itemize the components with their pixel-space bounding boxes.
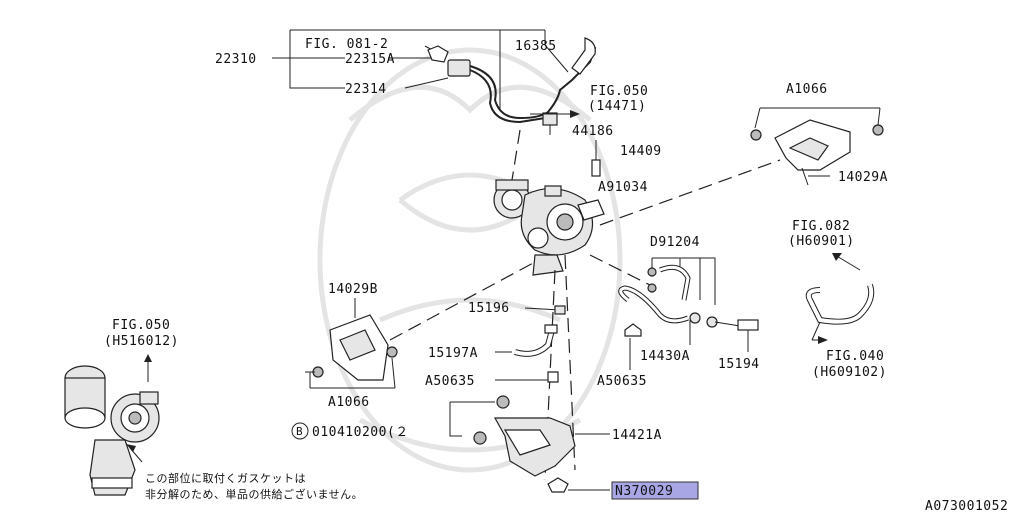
label-44186: 44186 bbox=[572, 124, 614, 139]
label-22314: 22314 bbox=[345, 82, 387, 97]
label-15197a: 15197A bbox=[428, 346, 478, 361]
b-mark-circle bbox=[291, 422, 309, 440]
inset-turbo-detail bbox=[64, 354, 160, 496]
label-14029b: 14029B bbox=[328, 282, 378, 297]
label-a91034: A91034 bbox=[598, 180, 648, 195]
part-labels: FIG. 081-2 22310 22315A 22314 16385 FIG.… bbox=[104, 37, 1008, 512]
label-fig-082: FIG.082 bbox=[792, 219, 850, 234]
label-22315a: 22315A bbox=[345, 52, 395, 67]
label-15194: 15194 bbox=[718, 357, 760, 372]
label-14430a: 14430A bbox=[640, 349, 690, 364]
label-fig-050-top: FIG.050 bbox=[590, 84, 648, 99]
highlight-box bbox=[611, 481, 699, 500]
label-15196: 15196 bbox=[468, 301, 510, 316]
label-22310: 22310 bbox=[215, 52, 257, 67]
bracket-14029b bbox=[305, 298, 398, 389]
label-fig-040-code: (H609102) bbox=[812, 365, 887, 380]
diagram-id: A073001052 bbox=[925, 499, 1008, 512]
label-fig-082-code: (H60901) bbox=[788, 234, 855, 249]
label-16385: 16385 bbox=[515, 39, 557, 54]
turbocharger bbox=[493, 140, 605, 276]
label-fig-050-top-code: (14471) bbox=[588, 99, 646, 114]
note-line-1: この部位に取付くガスケットは bbox=[145, 471, 306, 485]
label-a1066-top: A1066 bbox=[786, 82, 828, 97]
label-010410200: 010410200(２ bbox=[312, 425, 409, 440]
label-d91204: D91204 bbox=[650, 235, 700, 250]
label-14029a: 14029A bbox=[838, 170, 888, 185]
water-hose bbox=[805, 253, 875, 344]
bracket-14029a bbox=[750, 107, 884, 186]
sensor-group bbox=[272, 29, 597, 135]
b-mark-letter: B bbox=[296, 425, 303, 438]
label-fig-040: FIG.040 bbox=[826, 349, 884, 364]
label-fig-081-2: FIG. 081-2 bbox=[305, 37, 388, 52]
label-fig-050-inset: FIG.050 bbox=[112, 318, 170, 333]
label-fig-050-inset-code: (H516012) bbox=[104, 334, 179, 349]
assembly-dashed-lines bbox=[389, 129, 781, 481]
label-n370029: N370029 bbox=[615, 484, 673, 499]
heat-shield-14421a bbox=[449, 395, 610, 493]
label-14421a: 14421A bbox=[612, 428, 662, 443]
label-a50635-left: A50635 bbox=[425, 374, 475, 389]
note-line-2: 非分解のため、単品の供給ございません。 bbox=[145, 487, 363, 501]
feed-line bbox=[495, 305, 566, 383]
label-a50635-right: A50635 bbox=[597, 374, 647, 389]
oil-line-group bbox=[618, 257, 759, 370]
label-a1066-bottom: A1066 bbox=[328, 395, 370, 410]
label-14409: 14409 bbox=[620, 144, 662, 159]
